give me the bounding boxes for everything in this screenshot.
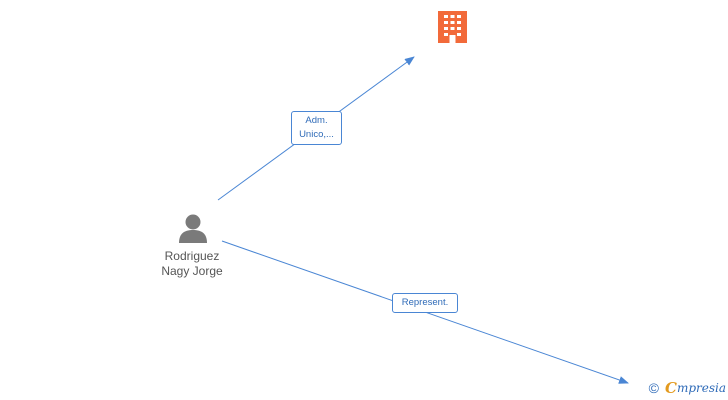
edge-label-representative-line1: Represent. bbox=[401, 297, 449, 308]
edge-label-administrator-line1: Adm. bbox=[305, 115, 328, 126]
person-name-line2: Nagy Jorge bbox=[161, 264, 223, 278]
person-name-line1: Rodriguez bbox=[164, 249, 220, 263]
building-icon[interactable] bbox=[438, 11, 467, 43]
edge-label-administrator-line2: Unico,... bbox=[299, 129, 334, 140]
edge-label-representative[interactable]: Represent. bbox=[392, 293, 458, 313]
person-icon[interactable] bbox=[179, 214, 207, 244]
brand-initial: C bbox=[664, 379, 677, 397]
brand-name: mpresia bbox=[676, 381, 726, 395]
edge-label-administrator[interactable]: Adm. Unico,... bbox=[291, 111, 342, 145]
person-name-label[interactable]: Rodriguez Nagy Jorge bbox=[142, 249, 242, 279]
empresia-watermark: © C mpresia bbox=[649, 379, 726, 397]
copyright-symbol: © bbox=[648, 380, 659, 396]
